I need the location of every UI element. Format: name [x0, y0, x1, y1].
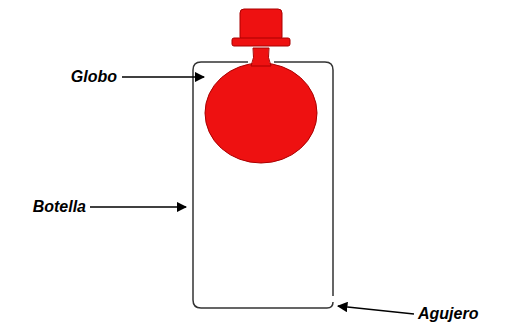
leader-arrow — [90, 206, 186, 208]
leader-arrow — [122, 76, 204, 78]
cap-rim — [232, 38, 290, 46]
leader-arrow — [338, 306, 414, 314]
part-label: Globo — [71, 67, 117, 86]
balloon-neck — [251, 48, 271, 66]
bottle-outline — [193, 62, 333, 308]
part-label: Botella — [33, 197, 86, 216]
part-label: Agujero — [418, 304, 478, 323]
balloon — [205, 63, 317, 163]
cap — [240, 9, 282, 41]
